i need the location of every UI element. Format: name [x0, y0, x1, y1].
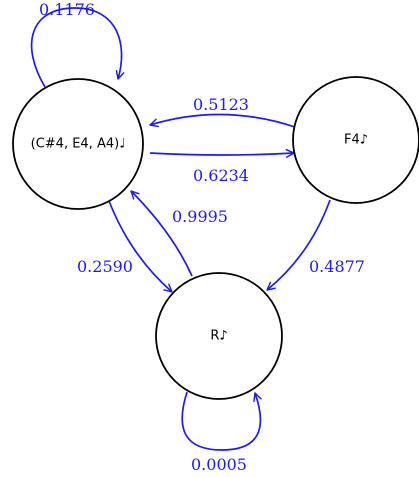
label-f4-to-rest-probability: 0.4877: [309, 257, 365, 276]
node-f4-circle: [292, 76, 419, 204]
node-rest-label: R♪: [210, 329, 227, 344]
node-rest: R♪: [155, 272, 283, 400]
label-rest-to-chord-probability: 0.9995: [172, 207, 228, 226]
node-chord-circle: [12, 78, 144, 210]
edge-chord-self-loop: [30, 7, 125, 88]
node-rest-circle: [155, 272, 283, 400]
node-f4-label: F4♪: [344, 133, 368, 148]
node-chord-label: (C#4, E4, A4)♩: [31, 137, 126, 152]
edge-chord-to-rest: [108, 200, 173, 293]
label-chord-to-rest-probability: 0.2590: [77, 257, 133, 276]
edge-chord-to-f4: [149, 148, 295, 158]
label-chord-self-probability: 0.1176: [39, 0, 95, 19]
edge-f4-to-rest: [266, 199, 331, 291]
node-chord: (C#4, E4, A4)♩: [12, 78, 144, 210]
label-chord-to-f4-probability: 0.6234: [193, 166, 249, 185]
edge-f4-to-chord: [149, 113, 296, 128]
node-f4: F4♪: [292, 76, 419, 204]
label-f4-to-chord-probability: 0.5123: [193, 95, 249, 114]
edge-rest-to-chord: [130, 190, 193, 277]
edge-rest-self-loop: [181, 391, 262, 451]
label-rest-self-probability: 0.0005: [191, 455, 247, 474]
